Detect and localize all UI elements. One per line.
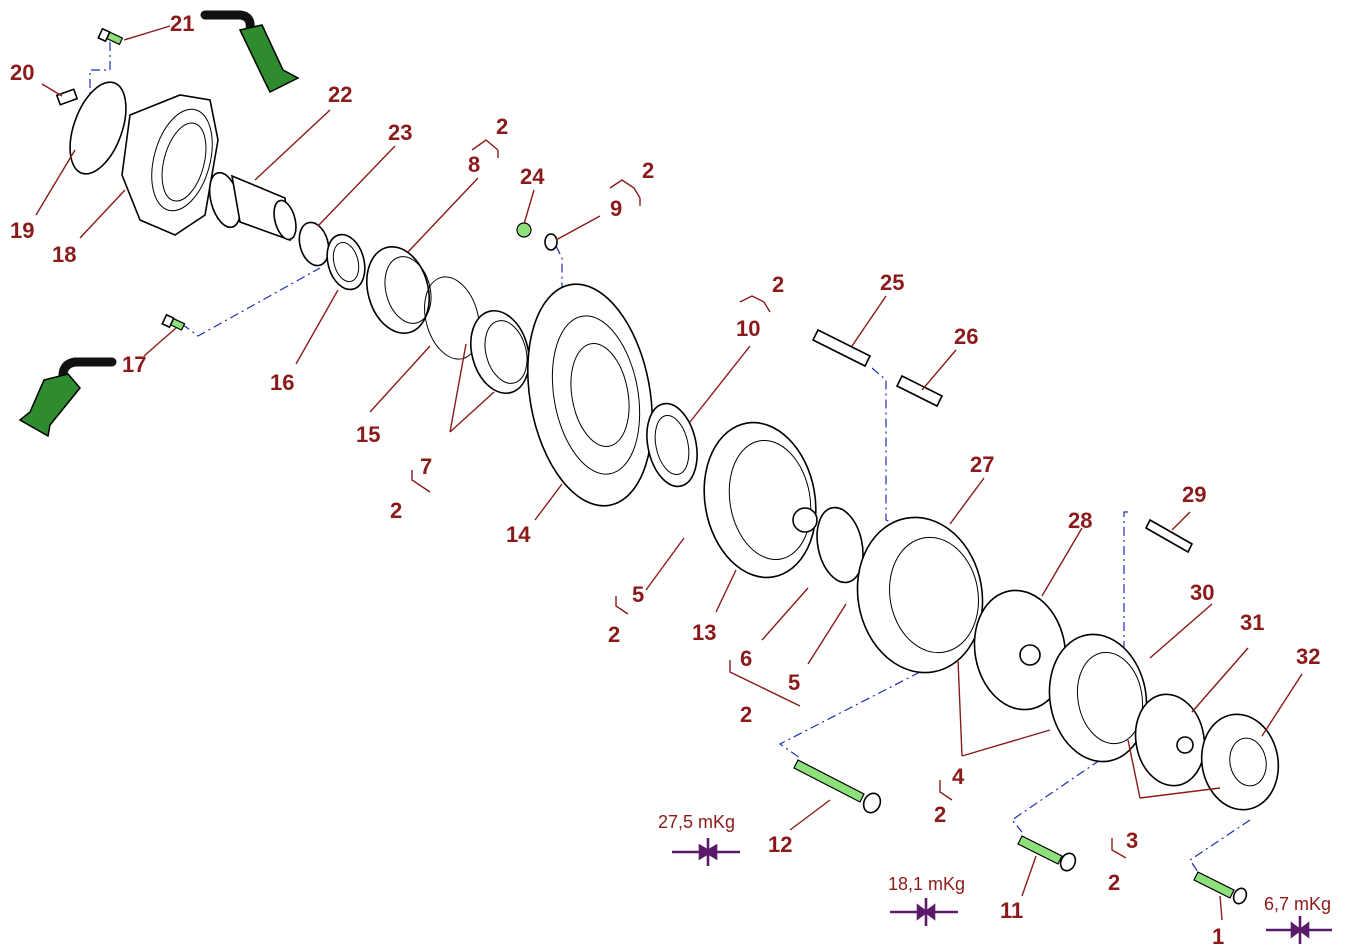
qty-7: 2 xyxy=(390,498,402,523)
label-16: 16 xyxy=(270,370,294,395)
cover-32 xyxy=(1200,713,1280,811)
label-26: 26 xyxy=(954,324,978,349)
bolt-12 xyxy=(793,759,882,814)
hub-14 xyxy=(526,283,654,507)
bearing-7 xyxy=(470,309,530,395)
label-20: 20 xyxy=(10,60,34,85)
bolt-11 xyxy=(1017,835,1077,872)
label-19: 19 xyxy=(10,218,34,243)
label-14: 14 xyxy=(506,522,531,547)
shaft-22 xyxy=(208,171,297,242)
label-13: 13 xyxy=(692,620,716,645)
label-21: 21 xyxy=(170,11,194,36)
label-3: 3 xyxy=(1126,828,1138,853)
carrier-13 xyxy=(703,421,818,579)
label-9: 9 xyxy=(610,196,622,221)
label-31: 31 xyxy=(1240,610,1264,635)
label-17: 17 xyxy=(122,352,146,377)
torque-arrow-icon xyxy=(1266,916,1332,944)
ring-gear-27 xyxy=(856,516,984,674)
label-5b: 5 xyxy=(788,670,800,695)
label-4: 4 xyxy=(952,764,965,789)
plug-24 xyxy=(516,222,532,238)
bolt-21 xyxy=(97,27,124,46)
nameplate-20 xyxy=(55,88,79,106)
torque-label-1: 6,7 mKg xyxy=(1264,894,1331,914)
label-32: 32 xyxy=(1296,644,1320,669)
pin-29 xyxy=(1144,518,1194,554)
ring-6 xyxy=(816,506,864,584)
qty-10: 2 xyxy=(772,272,784,297)
housing-18 xyxy=(121,94,219,236)
carrier-28 xyxy=(973,589,1067,711)
torque-arrow-icon xyxy=(890,898,958,926)
label-25: 25 xyxy=(880,270,904,295)
label-6: 6 xyxy=(740,646,752,671)
label-12: 12 xyxy=(768,832,792,857)
label-1: 1 xyxy=(1212,924,1224,947)
torque-arrow-icon xyxy=(672,838,740,866)
label-23: 23 xyxy=(388,120,412,145)
ring-10 xyxy=(646,402,698,488)
bolt-1 xyxy=(1193,871,1248,905)
gasket-19 xyxy=(69,81,127,175)
bolt-17 xyxy=(161,313,186,331)
qty-3: 2 xyxy=(1108,870,1120,895)
label-11: 11 xyxy=(1000,898,1023,923)
qty-5a: 2 xyxy=(608,622,620,647)
label-7: 7 xyxy=(420,454,432,479)
label-22: 22 xyxy=(328,82,352,107)
pin-25 xyxy=(811,328,872,368)
label-18: 18 xyxy=(52,242,76,267)
leader-lines xyxy=(35,25,1303,921)
label-30: 30 xyxy=(1190,580,1214,605)
label-8: 8 xyxy=(468,152,480,177)
label-5: 5 xyxy=(632,582,644,607)
seal-16 xyxy=(326,233,366,291)
label-24: 24 xyxy=(520,164,545,189)
washer-9 xyxy=(544,233,558,251)
pin-26 xyxy=(895,374,944,408)
label-27: 27 xyxy=(970,452,994,477)
bearing-8 xyxy=(366,245,432,335)
ring-23 xyxy=(298,221,330,267)
label-15: 15 xyxy=(356,422,380,447)
qty-4: 2 xyxy=(934,802,946,827)
torque-label-12: 27,5 mKg xyxy=(658,812,735,832)
qty-8: 2 xyxy=(496,114,508,139)
label-10: 10 xyxy=(736,316,760,341)
ring-gear-30 xyxy=(1048,633,1148,763)
sealant-tube-icon xyxy=(200,10,300,94)
carrier-31 xyxy=(1134,693,1206,787)
torque-label-11: 18,1 mKg xyxy=(888,874,965,894)
sealant-tube-icon xyxy=(18,357,117,438)
label-28: 28 xyxy=(1068,508,1092,533)
quantity-brackets xyxy=(411,139,1127,859)
qty-9: 2 xyxy=(642,158,654,183)
qty-5b: 2 xyxy=(740,702,752,727)
label-29: 29 xyxy=(1182,482,1206,507)
